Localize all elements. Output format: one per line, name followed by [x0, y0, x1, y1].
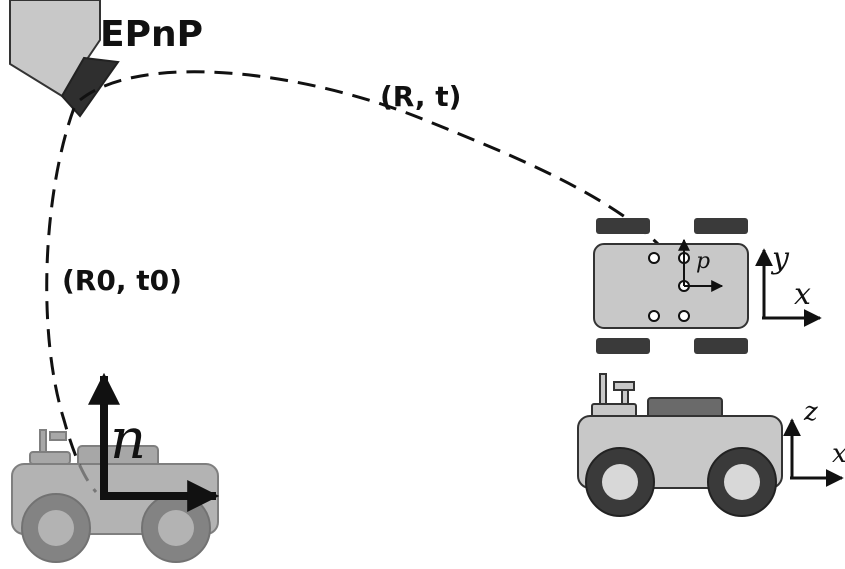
robot-side-view	[577, 373, 783, 517]
marker-point-label: p	[696, 249, 710, 274]
side-view-x-label: x	[832, 439, 845, 469]
edge-label-r-t: (R, t)	[380, 80, 461, 113]
robot-top-view	[593, 218, 749, 354]
edge-label-r0-t0: (R0, t0)	[62, 264, 182, 297]
transform-path-r-t	[79, 70, 662, 248]
camera-icon	[9, 0, 120, 118]
camera-title: EPnP	[100, 14, 203, 55]
origin-normal-label: n	[110, 407, 146, 472]
top-view-x-label: x	[794, 277, 811, 312]
top-view-y-label: y	[770, 241, 790, 276]
side-view-z-label: z	[803, 397, 818, 427]
